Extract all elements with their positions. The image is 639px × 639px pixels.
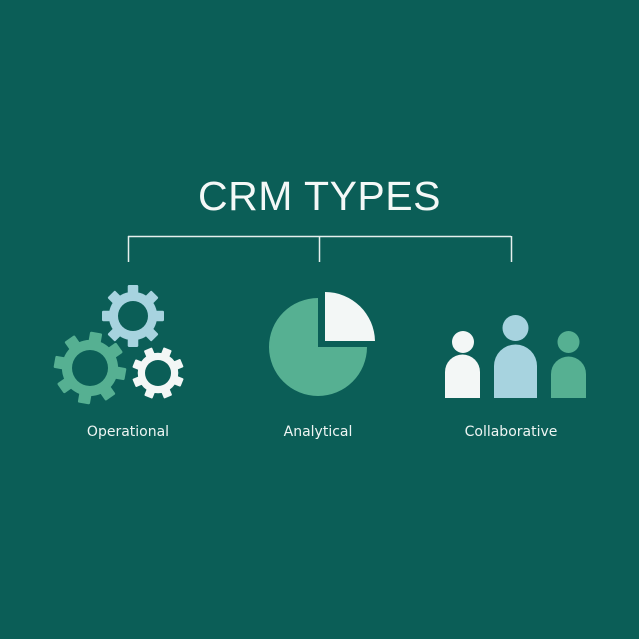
diagram-title: CRM TYPES	[198, 173, 441, 219]
label-collaborative: Collaborative	[464, 424, 558, 440]
pie-chart-icon	[269, 292, 375, 396]
pie-main-slice	[269, 298, 367, 396]
label-operational: Operational	[86, 424, 170, 440]
pie-quarter-slice	[325, 292, 375, 341]
person-blue-icon	[494, 315, 537, 398]
connector-bracket	[127, 235, 513, 262]
gears-icon	[48, 285, 192, 410]
person-white-icon	[445, 331, 480, 398]
person-green-icon	[551, 331, 586, 398]
label-analytical: Analytical	[283, 424, 353, 440]
people-icon	[445, 315, 586, 398]
